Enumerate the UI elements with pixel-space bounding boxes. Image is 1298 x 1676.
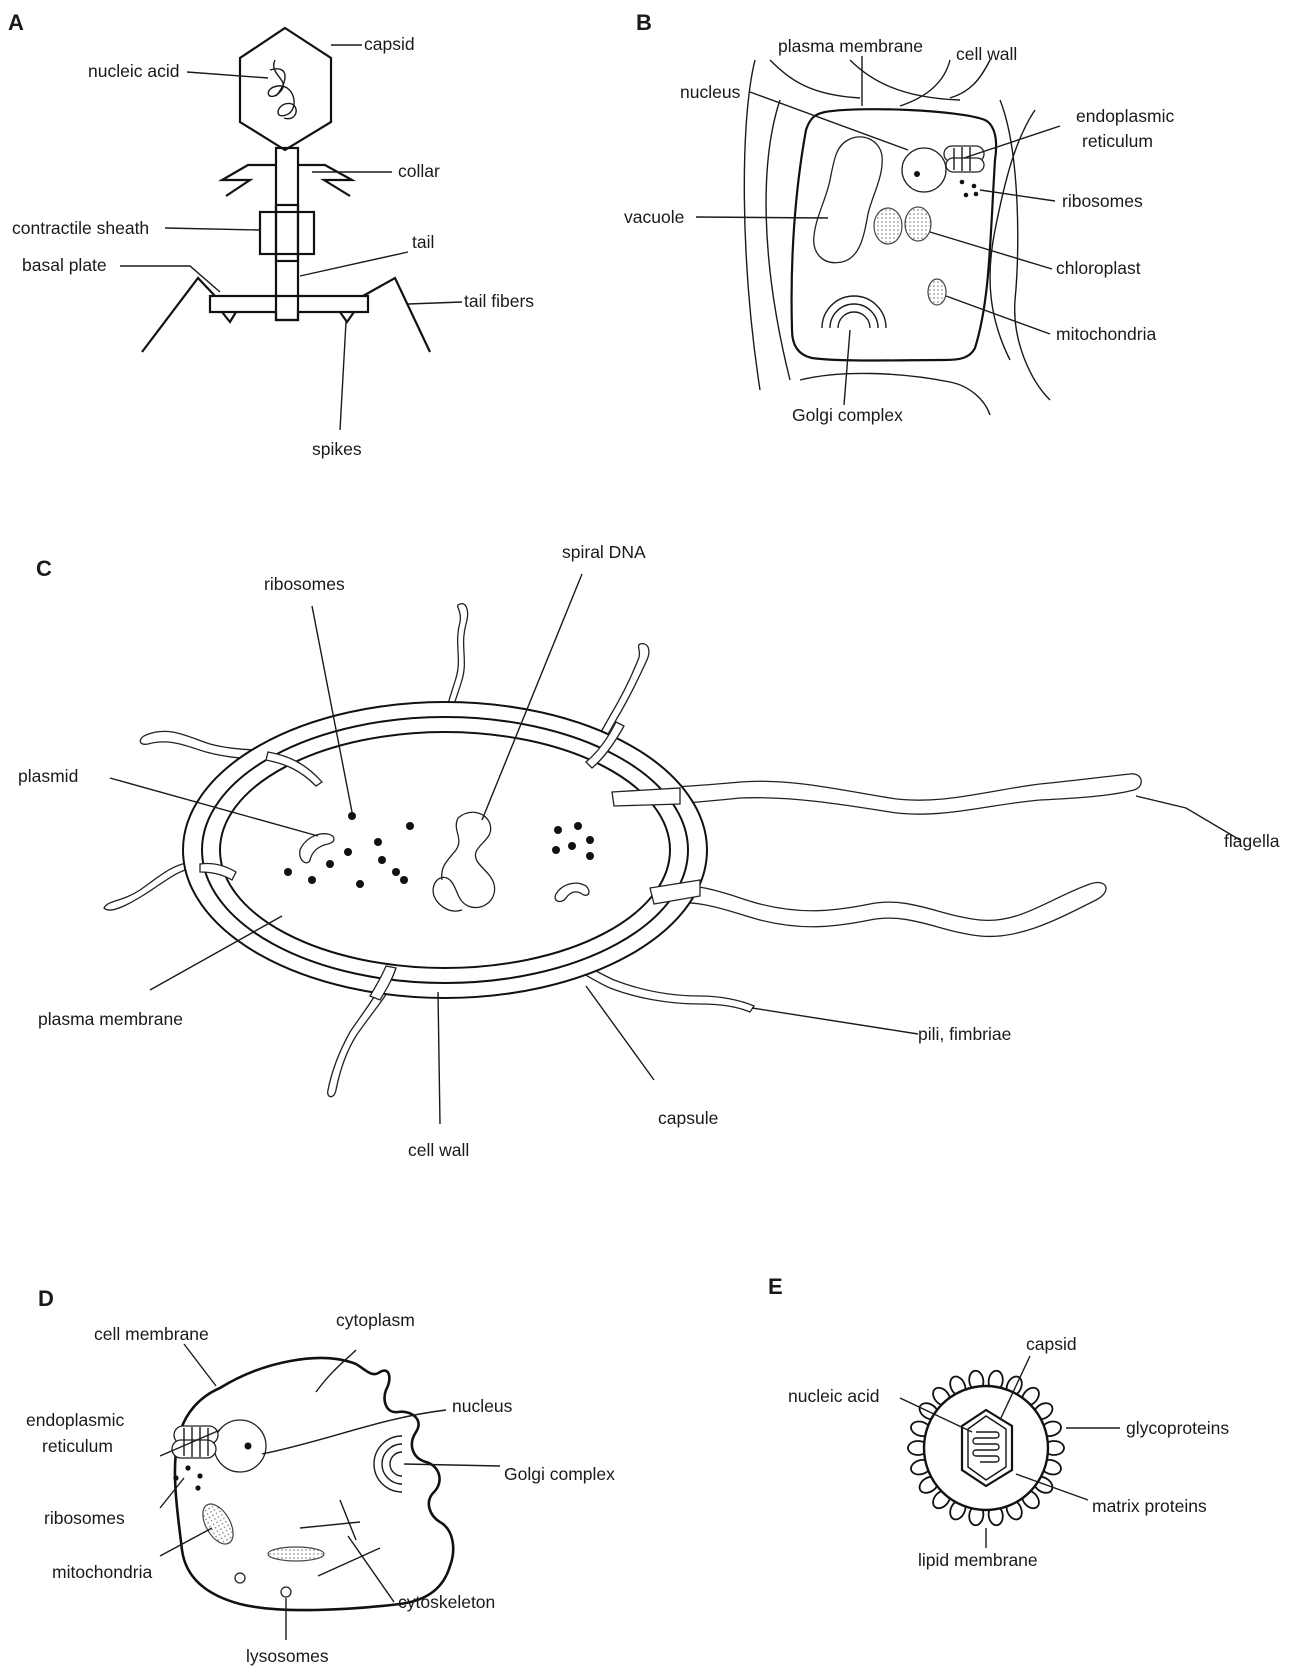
label-e-glycoproteins: glycoproteins: [1126, 1418, 1229, 1438]
label-d-ribosomes: ribosomes: [44, 1508, 125, 1528]
panel-c-letter: C: [36, 556, 52, 581]
label-d-mitochondria: mitochondria: [52, 1562, 152, 1582]
plant-vacuole-shape: [814, 137, 882, 263]
label-a-tail-fibers: tail fibers: [464, 291, 534, 311]
label-a-nucleic-acid: nucleic acid: [88, 61, 179, 81]
label-c-plasma-membrane: plasma membrane: [38, 1009, 183, 1029]
panel-d-letter: D: [38, 1286, 54, 1311]
phage-tail-fibers-shape: [142, 278, 430, 352]
phage-tail-tube: [276, 148, 298, 320]
animal-er-shape: [160, 1426, 220, 1458]
plant-mitochondria-shape: [928, 279, 946, 305]
label-d-golgi: Golgi complex: [504, 1464, 615, 1484]
label-b-vacuole: vacuole: [624, 207, 684, 227]
animal-er-organelle: [268, 1547, 324, 1561]
label-a-spikes: spikes: [312, 439, 362, 459]
label-d-er-line2: reticulum: [42, 1436, 113, 1456]
label-d-cytoskeleton: cytoskeleton: [398, 1592, 495, 1612]
animal-nucleus-shape: [214, 1420, 266, 1472]
label-b-er-line1: endoplasmic: [1076, 106, 1174, 126]
animal-cell-membrane: [175, 1358, 453, 1610]
label-a-basal-plate: basal plate: [22, 255, 107, 275]
label-d-lysosomes: lysosomes: [246, 1646, 329, 1666]
animal-lysosome-2: [281, 1587, 291, 1597]
label-a-contractile-sheath: contractile sheath: [12, 218, 149, 238]
label-b-er-line2: reticulum: [1082, 131, 1153, 151]
label-b-ribosomes: ribosomes: [1062, 191, 1143, 211]
label-e-matrix-proteins: matrix proteins: [1092, 1496, 1207, 1516]
label-b-cell-wall: cell wall: [956, 44, 1017, 64]
label-c-flagella: flagella: [1224, 831, 1280, 851]
bacterium-plasma-membrane: [220, 732, 670, 968]
plant-nucleus-shape: [902, 148, 946, 192]
label-d-cytoplasm: cytoplasm: [336, 1310, 415, 1330]
label-d-nucleus: nucleus: [452, 1396, 513, 1416]
plant-golgi-shape: [822, 296, 886, 328]
panel-e-letter: E: [768, 1274, 783, 1299]
plant-chloroplast-2: [905, 207, 931, 241]
label-b-golgi: Golgi complex: [792, 405, 903, 425]
phage-collar-shape: [222, 165, 352, 196]
panel-a-bacteriophage: A capsid nucleic acid collar contractile…: [8, 10, 534, 459]
label-a-tail: tail: [412, 232, 434, 252]
label-b-nucleus: nucleus: [680, 82, 741, 102]
label-a-collar: collar: [398, 161, 440, 181]
plant-er-shape: [944, 146, 984, 172]
label-c-cell-wall: cell wall: [408, 1140, 469, 1160]
label-b-chloroplast: chloroplast: [1056, 258, 1141, 278]
label-e-nucleic-acid: nucleic acid: [788, 1386, 879, 1406]
label-e-lipid-membrane: lipid membrane: [918, 1550, 1038, 1570]
phage-nucleic-acid-shape: [268, 60, 296, 119]
label-c-spiral-dna: spiral DNA: [562, 542, 646, 562]
panel-c-bacterium: C: [18, 542, 1280, 1160]
phage-sheath-shape: [260, 212, 314, 254]
plant-ribosome-dots: [960, 180, 979, 198]
label-c-pili: pili, fimbriae: [918, 1024, 1011, 1044]
label-e-capsid: capsid: [1026, 1334, 1077, 1354]
virus-capsid-shape: [962, 1410, 1012, 1486]
plant-chloroplast-1: [874, 208, 902, 244]
label-a-capsid: capsid: [364, 34, 415, 54]
label-c-ribosomes: ribosomes: [264, 574, 345, 594]
panel-b-plant-cell: B: [624, 10, 1174, 425]
label-c-plasmid: plasmid: [18, 766, 78, 786]
panel-a-letter: A: [8, 10, 24, 35]
phage-capsid-shape: [240, 28, 331, 150]
label-d-cell-membrane: cell membrane: [94, 1324, 209, 1344]
panel-b-letter: B: [636, 10, 652, 35]
label-b-mitochondria: mitochondria: [1056, 324, 1156, 344]
animal-lysosome-1: [235, 1573, 245, 1583]
label-c-capsule: capsule: [658, 1108, 718, 1128]
panel-e-enveloped-virus: E capsid nucleic acid glycoproteins matr…: [768, 1274, 1229, 1570]
label-d-er-line1: endoplasmic: [26, 1410, 124, 1430]
label-b-plasma-membrane: plasma membrane: [778, 36, 923, 56]
panel-d-animal-cell: D: [26, 1286, 615, 1666]
